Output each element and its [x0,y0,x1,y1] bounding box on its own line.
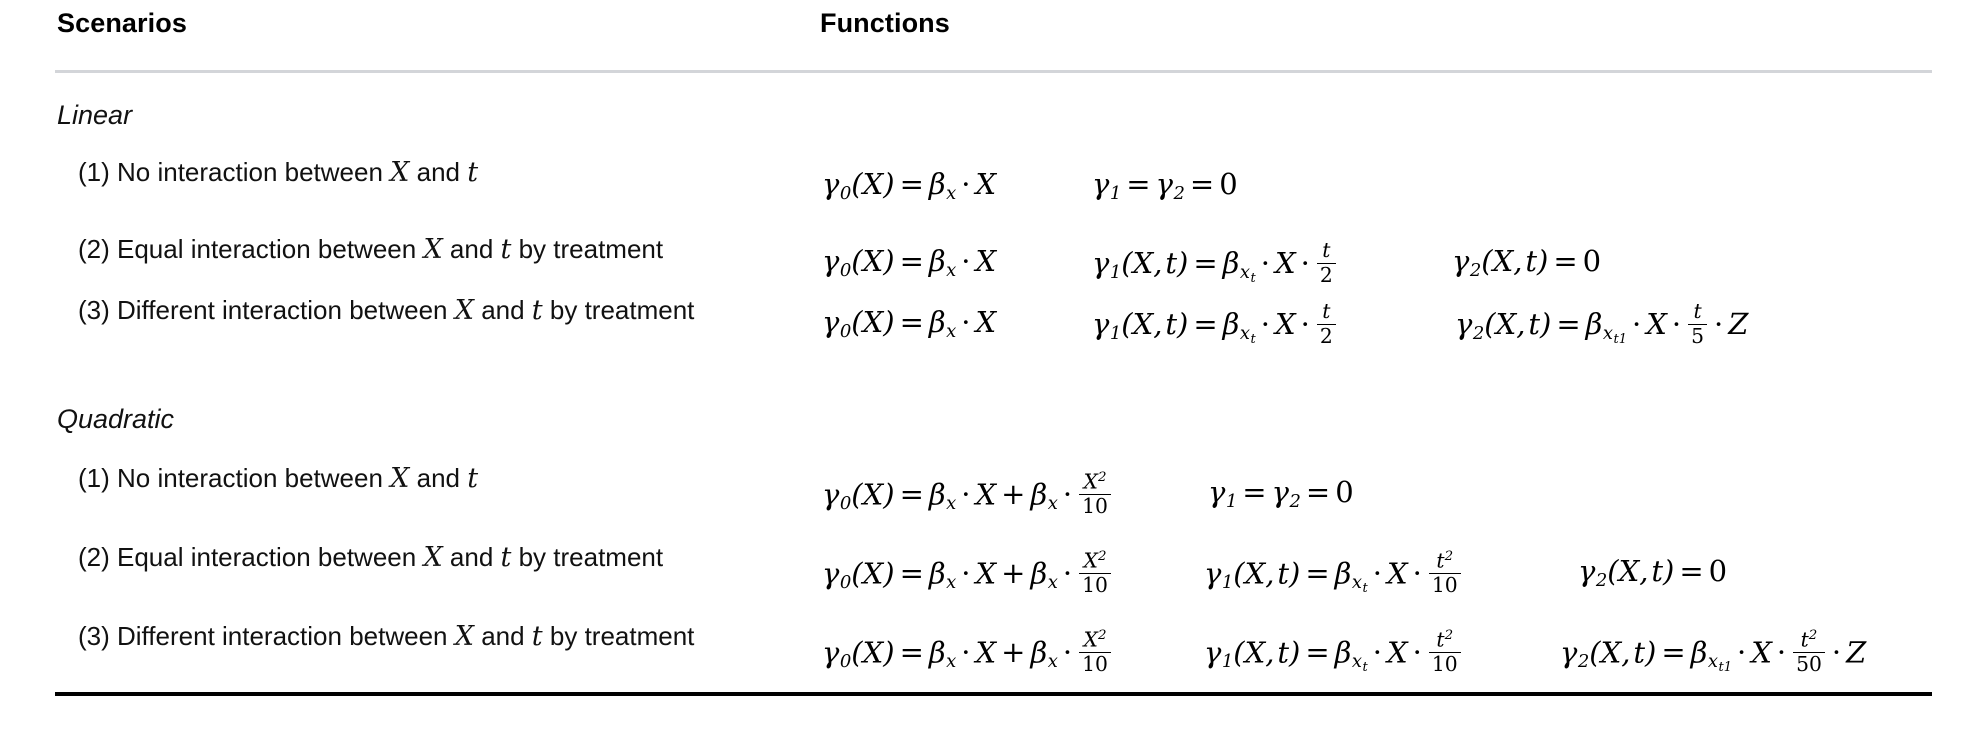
formula-linear-2-gamma2: γ2(X, t)=0 [1452,244,1602,282]
table-header-row: Scenarios Functions [0,8,1982,56]
formula-quadratic-2-gamma2: γ2(X, t)=0 [1578,554,1728,592]
scenario-text-mid: and [473,621,532,651]
scenario-label-quadratic-3: (3) Different interaction between X and … [78,622,694,652]
scenario-var-x: X [390,157,410,188]
formula-linear-3-gamma0: γ0(X)=βx·X [822,305,997,343]
scenario-label-quadratic-2: (2) Equal interaction between X and t by… [78,543,663,573]
scenario-label-quadratic-1: (1) No interaction between X and t [78,464,478,494]
scenario-var-x: X [454,621,474,652]
group-heading-quadratic: Quadratic [57,404,175,434]
scenario-text-mid: and [473,295,532,325]
scenario-text-mid: and [442,234,501,264]
formula-linear-1-gamma0: γ0(X)=βx·X [822,167,997,205]
scenario-text-prefix: (2) Equal interaction between [78,234,424,264]
scenario-text-suffix: by treatment [542,295,695,325]
scenario-label-linear-3: (3) Different interaction between X and … [78,296,694,326]
scenario-var-t: t [531,295,543,326]
scenario-text-suffix: by treatment [511,542,664,572]
scenario-text-prefix: (1) No interaction between [78,157,391,187]
formula-quadratic-1-gamma12: γ1=γ2=0 [1208,475,1354,513]
scenario-label-linear-2: (2) Equal interaction between X and t by… [78,235,663,265]
header-rule [55,70,1932,73]
scenario-var-x: X [423,542,443,573]
scenario-text-mid: and [409,157,468,187]
scenario-text-prefix: (3) Different interaction between [78,621,455,651]
column-header-functions: Functions [820,8,950,38]
scenario-text-mid: and [442,542,501,572]
scenario-text-suffix: by treatment [542,621,695,651]
scenario-var-t: t [500,234,512,265]
formula-linear-1-gamma12: γ1=γ2=0 [1092,167,1238,205]
scenario-var-x: X [454,295,474,326]
scenario-var-x: X [390,463,410,494]
scenario-var-t: t [500,542,512,573]
scenario-text-mid: and [409,463,468,493]
scenario-var-t: t [467,157,479,188]
scenario-label-linear-1: (1) No interaction between X and t [78,158,478,188]
scenario-var-t: t [531,621,543,652]
column-header-scenarios: Scenarios [57,8,187,38]
group-heading-linear: Linear [57,100,133,130]
scenario-text-prefix: (3) Different interaction between [78,295,455,325]
scenario-var-t: t [467,463,479,494]
scenario-text-prefix: (1) No interaction between [78,463,391,493]
formula-linear-2-gamma0: γ0(X)=βx·X [822,244,997,282]
scenario-text-prefix: (2) Equal interaction between [78,542,424,572]
table-bottom-rule [55,692,1932,696]
scenario-var-x: X [423,234,443,265]
scenario-text-suffix: by treatment [511,234,664,264]
